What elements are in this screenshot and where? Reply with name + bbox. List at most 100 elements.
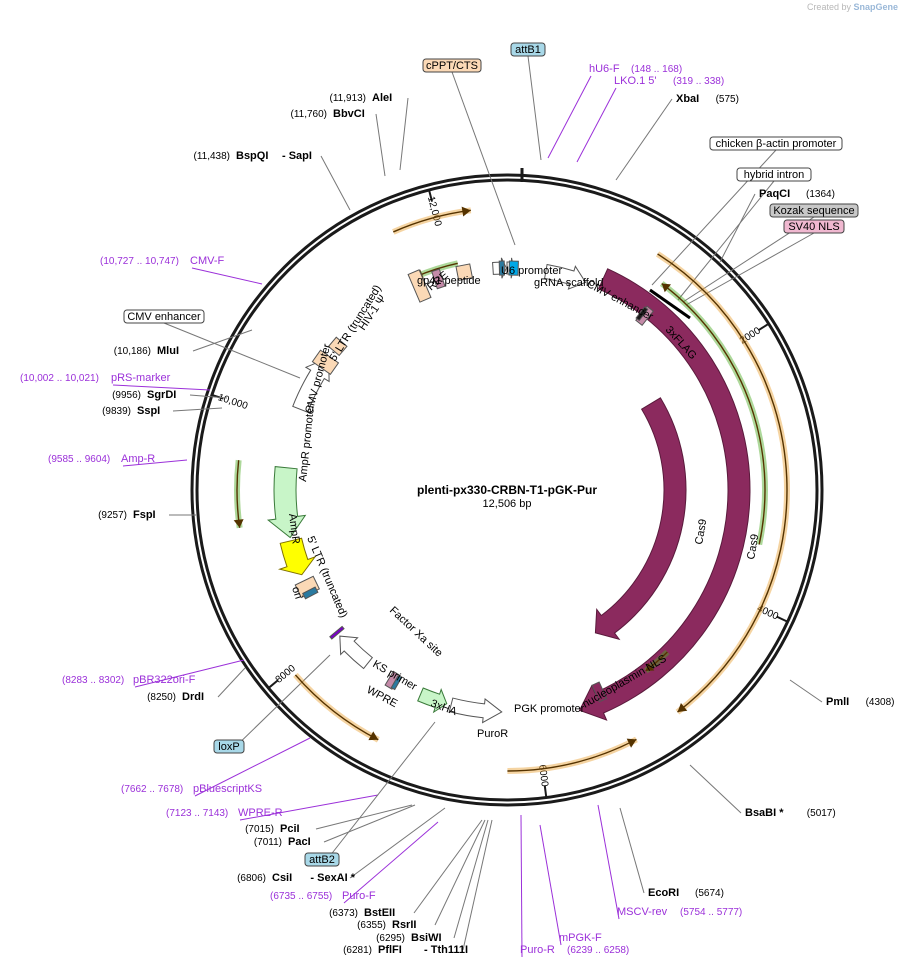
site-leader bbox=[315, 804, 413, 830]
primer-leader bbox=[539, 824, 562, 946]
primer-leader bbox=[576, 87, 617, 163]
primer-pbr322orif: pBR322ori-F bbox=[133, 674, 196, 686]
rre-block bbox=[407, 269, 432, 303]
boxed-label-8: attB2 bbox=[309, 854, 335, 866]
puror-arrow bbox=[417, 687, 448, 714]
credit-line: Created by SnapGene bbox=[807, 2, 898, 12]
primer-leader bbox=[122, 459, 188, 467]
hiv-psi-block bbox=[327, 336, 348, 357]
cmv-enhancer-arrow bbox=[544, 263, 587, 290]
site-extra: - Tth111I bbox=[424, 944, 468, 956]
cppt-block bbox=[455, 263, 474, 281]
boxed-label-2: chicken β-actin promoter bbox=[716, 138, 837, 150]
site-pos: (9956) bbox=[112, 390, 141, 401]
wpre-arrow bbox=[339, 635, 374, 670]
site-pcii: PciI bbox=[280, 823, 300, 835]
site-paci: PacI bbox=[288, 836, 311, 848]
boxed-label-bg bbox=[510, 42, 546, 57]
ori-arrow bbox=[277, 537, 317, 576]
site-sspi: SspI bbox=[137, 405, 160, 417]
primer-pos: (6239 .. 6258) bbox=[567, 945, 629, 956]
boxed-label-bg bbox=[736, 167, 812, 182]
site-pos: (11,438) bbox=[193, 151, 230, 162]
tick-8000 bbox=[267, 679, 279, 689]
orf-green-right-head bbox=[661, 283, 671, 293]
primer-pos: (7123 .. 7143) bbox=[166, 808, 228, 819]
primer-pos: (7662 .. 7678) bbox=[121, 784, 183, 795]
site-ecori: EcoRI bbox=[648, 887, 679, 899]
orf-orange-bottom-head bbox=[626, 738, 637, 748]
primer-pos: (10,002 .. 10,021) bbox=[20, 373, 99, 384]
cas9-outer-arrow bbox=[578, 268, 751, 721]
primer-leader bbox=[343, 821, 439, 904]
enhancer-bar bbox=[649, 288, 691, 320]
plasmid-size: 12,506 bp bbox=[483, 498, 532, 510]
feature-ampr: AmpR bbox=[286, 513, 302, 545]
plasmid-name: plenti-px330-CRBN-T1-pGK-Pur bbox=[417, 483, 597, 497]
site-pos: (8250) bbox=[147, 692, 176, 703]
cas9-inner-arrow bbox=[594, 397, 687, 641]
primer-pos: (6735 .. 6755) bbox=[270, 891, 332, 902]
feature-ori: ori bbox=[289, 585, 304, 600]
pgk-arrow bbox=[448, 697, 503, 724]
primer-pbluescriptks: pBluescriptKS bbox=[193, 783, 262, 795]
orf-orange-right-head bbox=[677, 703, 688, 713]
primer-pos: (148 .. 168) bbox=[631, 64, 682, 75]
orf-green-inner-head bbox=[645, 662, 655, 671]
boxed-label-bg bbox=[709, 136, 843, 151]
primer-leader bbox=[597, 804, 620, 920]
credit-prefix: Created by bbox=[806, 2, 851, 12]
primer-leader bbox=[547, 75, 592, 159]
feature-ampr-promoter: AmpR promoter bbox=[297, 404, 317, 483]
primer-ampr: Amp-R bbox=[121, 453, 155, 465]
primer-leader bbox=[194, 737, 311, 797]
site-leader bbox=[619, 807, 645, 894]
primer-hu6f: hU6-F bbox=[589, 63, 620, 75]
site-pos: (575) bbox=[716, 94, 739, 105]
boxed-label-4: Kozak sequence bbox=[773, 205, 854, 217]
tick-2000 bbox=[757, 322, 770, 332]
primer-mpgkf: mPGK-F bbox=[559, 932, 602, 944]
site-drdi: DrdI bbox=[182, 691, 204, 703]
site-leader bbox=[320, 155, 351, 211]
primer-leader bbox=[191, 267, 263, 285]
site-pflfi: PflFI bbox=[378, 944, 402, 956]
site-pos: (7015) bbox=[245, 824, 274, 835]
site-extra: - SapI bbox=[282, 150, 312, 162]
tick-4000 bbox=[776, 615, 789, 623]
boxed-label-7: loxP bbox=[218, 741, 239, 753]
ltr-block bbox=[311, 349, 340, 375]
site-bbvci: BbvCI bbox=[333, 108, 365, 120]
site-paqci: PaqCI bbox=[759, 188, 790, 200]
primer-pos: (8283 .. 8302) bbox=[62, 675, 124, 686]
orf-orange-top-head bbox=[461, 206, 471, 217]
site-bspqi: BspQI bbox=[236, 150, 268, 162]
primer-pos: (10,727 .. 10,747) bbox=[100, 256, 179, 267]
site-leader bbox=[349, 807, 446, 879]
site-leader bbox=[719, 193, 756, 263]
site-extra: - SexAI * bbox=[310, 872, 355, 884]
tick-label: 8000 bbox=[274, 663, 298, 686]
site-rsrii: RsrII bbox=[392, 919, 416, 931]
boxed-label-leader bbox=[228, 654, 331, 754]
site-leader bbox=[453, 819, 489, 939]
snapgene-logo-text: SnapGene bbox=[853, 2, 898, 12]
orf-orange-bottom bbox=[507, 738, 637, 772]
primer-mscvrev: MSCV-rev bbox=[617, 906, 668, 918]
boxed-label-3: hybrid intron bbox=[744, 169, 805, 181]
feature-5--ltr--truncated-: 5' LTR (truncated) bbox=[327, 283, 384, 364]
boxed-label-0: attB1 bbox=[515, 44, 541, 56]
site-mlui: MluI bbox=[157, 345, 179, 357]
primer-prsmarker: pRS-marker bbox=[111, 372, 171, 384]
feature-shapes bbox=[294, 260, 691, 703]
boxed-label-bg bbox=[123, 309, 205, 324]
primer-purof: Puro-F bbox=[342, 890, 376, 902]
primer-cmvf: CMV-F bbox=[190, 255, 225, 267]
backbone-inner bbox=[195, 178, 819, 802]
site-bsiwi: BsiWI bbox=[411, 932, 442, 944]
site-csii: CsiI bbox=[272, 872, 292, 884]
site-leader bbox=[462, 819, 493, 951]
boxed-label-leader bbox=[685, 232, 815, 306]
feature-pgk-promoter: PGK promoter bbox=[514, 703, 585, 715]
primer-pos: (9585 .. 9604) bbox=[48, 454, 110, 465]
